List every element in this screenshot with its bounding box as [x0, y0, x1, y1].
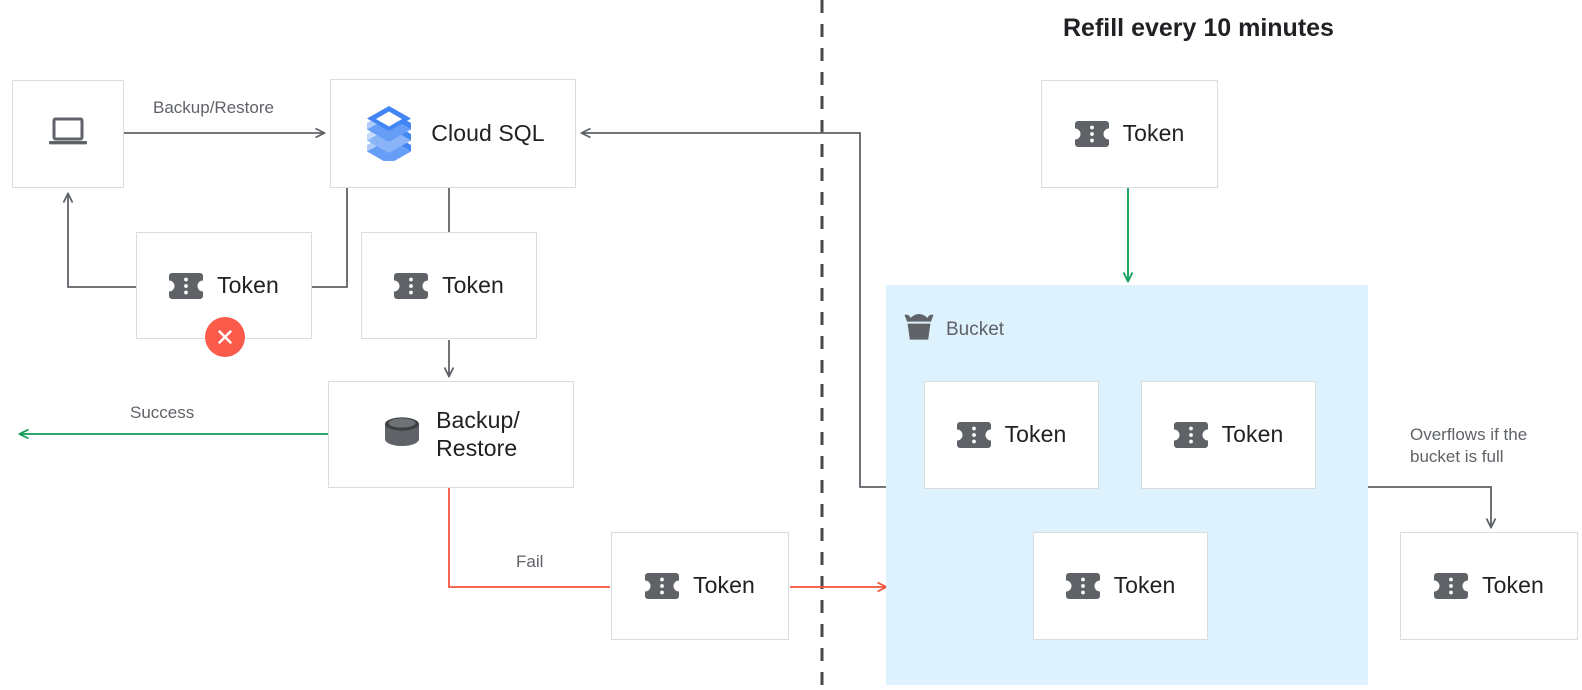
laptop-icon	[47, 115, 89, 154]
token-refill-label: Token	[1122, 120, 1185, 147]
backup-restore-line1: Backup/	[436, 407, 520, 434]
edge-label-backup-restore: Backup/Restore	[153, 98, 274, 117]
bucket-icon	[902, 312, 936, 347]
node-token-consumed[interactable]: Token	[361, 232, 537, 339]
node-token-fail-return[interactable]: Token	[611, 532, 789, 640]
cloud-sql-label: Cloud SQL	[431, 119, 545, 146]
backup-restore-label: Backup/ Restore	[436, 407, 520, 461]
edge-failedtoken-to-client	[68, 194, 136, 288]
edge-cloudsql-to-failedtoken	[312, 188, 348, 288]
node-bucket-token-2[interactable]: Token	[1141, 381, 1316, 489]
token-failed-label: Token	[217, 271, 279, 298]
node-bucket-token-1[interactable]: Token	[924, 381, 1099, 489]
token-icon	[1173, 422, 1208, 448]
node-bucket-token-3[interactable]: Token	[1033, 532, 1208, 640]
page-title: Refill every 10 minutes	[1063, 14, 1334, 42]
backup-restore-line2: Restore	[436, 434, 518, 461]
edge-label-success: Success	[130, 403, 195, 422]
token-icon	[956, 422, 991, 448]
token-icon	[394, 272, 429, 299]
bucket-token-3-label: Token	[1113, 572, 1176, 599]
edge-label-overflow-line2: bucket is full	[1410, 446, 1504, 466]
bucket-token-2-label: Token	[1221, 421, 1284, 448]
token-fail-return-label: Token	[693, 572, 755, 599]
bucket-label: Bucket	[946, 318, 1005, 340]
edge-bucket-overflow	[1368, 486, 1491, 527]
edge-label-overflow: Overflows if the bucket is full	[1410, 424, 1570, 468]
cloud-sql-icon	[361, 101, 417, 166]
edge-bucket-to-cloudsql	[582, 133, 886, 488]
token-overflow-label: Token	[1482, 572, 1544, 599]
database-icon	[382, 415, 422, 454]
node-token-overflow[interactable]: Token	[1400, 532, 1578, 640]
token-icon	[1434, 573, 1469, 599]
edge-label-fail: Fail	[516, 552, 544, 571]
edge-label-overflow-line1: Overflows if the	[1410, 425, 1528, 444]
node-cloud-sql[interactable]: Cloud SQL	[330, 79, 576, 188]
token-icon	[1065, 573, 1100, 599]
bucket-token-1-label: Token	[1004, 421, 1067, 448]
token-icon	[645, 573, 680, 599]
token-icon	[169, 272, 204, 299]
error-badge-icon	[205, 317, 245, 357]
token-icon	[1074, 121, 1109, 147]
token-consumed-label: Token	[442, 271, 504, 298]
bucket-header: Bucket	[902, 312, 1004, 347]
node-token-refill[interactable]: Token	[1041, 80, 1218, 188]
node-client[interactable]	[12, 80, 124, 188]
node-backup-restore[interactable]: Backup/ Restore	[328, 381, 574, 488]
